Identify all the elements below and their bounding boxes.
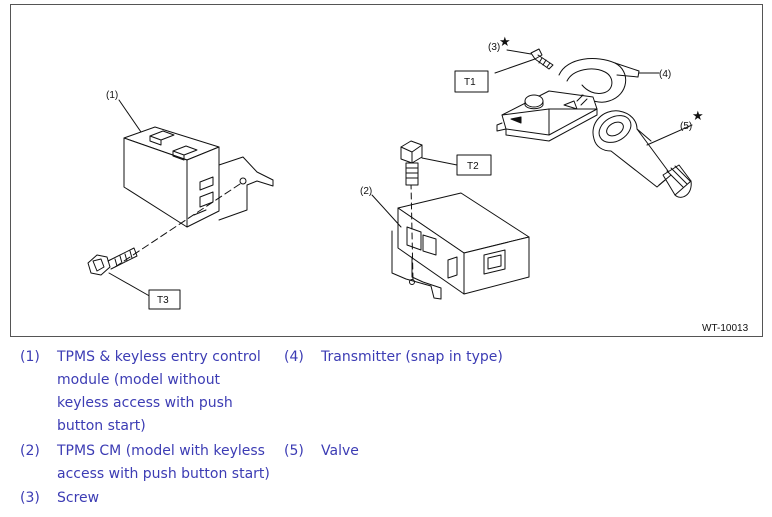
callout-3: (3): [488, 42, 500, 53]
legend-text: TPMS & keyless entry control module (mod…: [57, 346, 261, 438]
valve-drawing: [592, 110, 692, 198]
tpms-cm-drawing: [391, 192, 530, 300]
leader-1: [118, 99, 142, 133]
leader-3: [506, 49, 532, 55]
torque-label-t1: T1: [464, 77, 476, 88]
legend-line: TPMS CM (model with keyless: [57, 443, 265, 459]
diagram-svg: (1) (2) (3) (4) (5) ★ ★ T3 T2 T1 WT-1001…: [87, 35, 749, 334]
legend-number: (1): [20, 349, 40, 365]
legend-line: TPMS & keyless entry control: [57, 349, 261, 365]
screw-drawing: [530, 48, 554, 70]
bolt-t3-drawing: [87, 247, 138, 276]
torque-box-t3: [148, 289, 181, 310]
callout-1: (1): [106, 90, 118, 101]
bolt-t2-drawing: [400, 140, 423, 186]
tpms-keyless-module-drawing: [123, 126, 274, 228]
leader-t2: [421, 157, 458, 166]
legend-number: (4): [284, 349, 304, 365]
special-tool-star-3: ★: [499, 35, 511, 50]
legend-item-1: (1) TPMS & keyless entry control module …: [0, 346, 261, 438]
callout-2: (2): [360, 186, 372, 197]
legend-text: TPMS CM (model with keyless access with …: [57, 440, 270, 486]
special-tool-star-5: ★: [692, 109, 704, 124]
leader-5: [646, 124, 693, 146]
legend-text: Screw: [57, 487, 99, 510]
legend-number: (3): [20, 490, 40, 506]
legend-item-3: (3) Screw: [0, 487, 99, 510]
legend-line: keyless access with push: [57, 395, 233, 411]
t2-alignment-dashed-line: [410, 182, 414, 282]
diagram-figure: (1) (2) (3) (4) (5) ★ ★ T3 T2 T1 WT-1001…: [10, 4, 763, 337]
legend-line: button start): [57, 418, 146, 434]
leader-t1: [494, 58, 536, 74]
legend-line: Screw: [57, 490, 100, 506]
legend-line: access with push button start): [57, 466, 270, 482]
torque-label-t3: T3: [157, 295, 169, 306]
torque-label-t2: T2: [467, 161, 479, 172]
legend-number: (2): [20, 443, 40, 459]
figure-id: WT-10013: [702, 323, 749, 334]
leader-2: [371, 194, 402, 228]
leader-t3: [108, 272, 154, 299]
legend-line: Valve: [321, 443, 359, 459]
legend-line: Transmitter (snap in type): [321, 349, 503, 365]
legend-item-5: (5) Valve: [264, 440, 359, 463]
legend-number: (5): [284, 443, 304, 459]
legend-item-4: (4) Transmitter (snap in type): [264, 346, 503, 369]
transmitter-drawing: [496, 58, 640, 142]
callout-4: (4): [659, 69, 671, 80]
callout-5: (5): [680, 121, 692, 132]
legend-text: Valve: [321, 440, 359, 463]
torque-box-t1: [454, 70, 489, 93]
legend-item-2: (2) TPMS CM (model with keyless access w…: [0, 440, 270, 486]
legend-text: Transmitter (snap in type): [321, 346, 503, 369]
torque-box-t2: [456, 154, 492, 176]
legend-line: module (model without: [57, 372, 221, 388]
